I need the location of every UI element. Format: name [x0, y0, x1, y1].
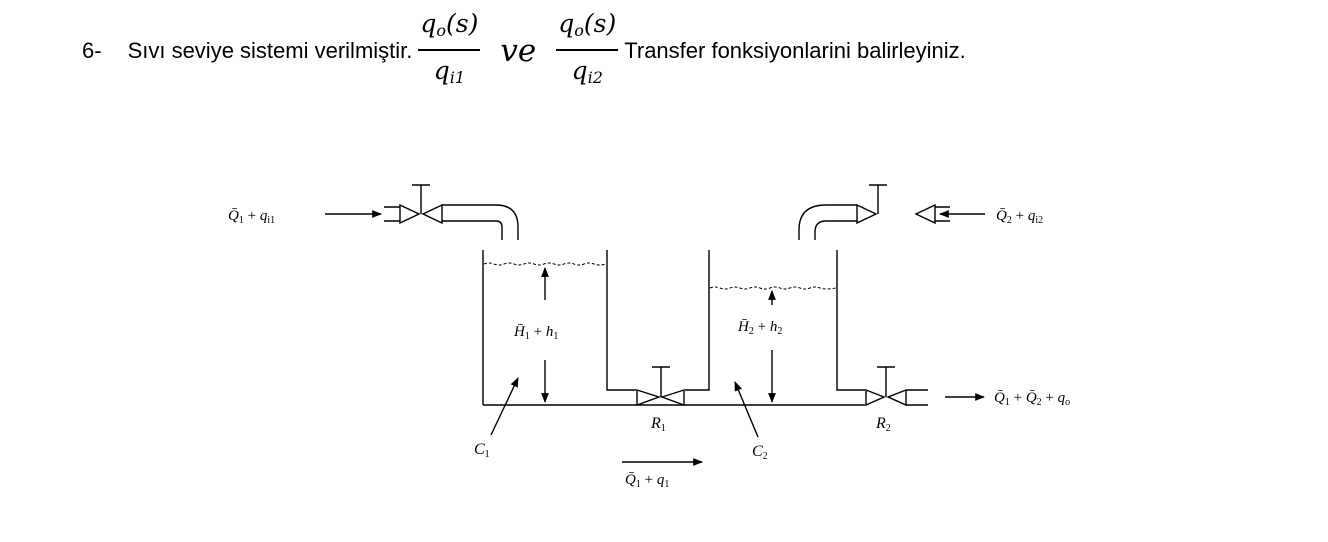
- conjunction-ve: ve: [500, 33, 537, 69]
- tank1-walls: [482, 250, 636, 405]
- question-statement: 6- Sıvı seviye sistemi verilmiştir. qo(s…: [82, 8, 966, 94]
- fraction1-numerator: qo(s): [418, 8, 481, 51]
- tank2-capacitance-label: C2: [752, 443, 768, 462]
- outflow-label: Q̄1 + Q̄2 + qo: [994, 390, 1070, 408]
- valve-r2-label: R2: [875, 415, 891, 434]
- valve-r2: [865, 366, 907, 407]
- fraction-qo-over-qi1: qo(s) qi1: [418, 8, 481, 94]
- inflow2-label: Q̄2 + qi2: [996, 208, 1043, 226]
- level1-label: H̄1 + h1: [513, 324, 558, 342]
- inlet2-valve: [798, 184, 950, 240]
- question-text-after: Transfer fonksiyonlarini balirleyiniz.: [624, 38, 966, 63]
- valve-r1: [636, 366, 685, 406]
- question-text-before: Sıvı seviye sistemi verilmiştir.: [127, 38, 413, 63]
- tank1-water-surface: [483, 262, 607, 266]
- connecting-flow-label: Q̄1 + q1: [625, 472, 669, 490]
- inflow1-label: Q̄1 + qi1: [228, 208, 275, 226]
- tank1-capacitance-label: C1: [474, 441, 490, 460]
- c2-pointer-arrow: [734, 381, 759, 438]
- question-number: 6-: [82, 38, 102, 63]
- fraction-qo-over-qi2: qo(s) qi2: [556, 8, 619, 94]
- valve-r1-label: R1: [650, 415, 666, 434]
- tank2-walls: [685, 250, 865, 391]
- tank2-water-surface: [709, 286, 837, 290]
- c1-pointer-arrow: [490, 377, 519, 436]
- fraction2-denominator: qi2: [571, 56, 603, 87]
- outlet-pipe: [906, 389, 928, 406]
- inlet1-valve: [384, 184, 519, 240]
- level2-label: H̄2 + h2: [737, 319, 782, 337]
- fraction1-denominator: qi1: [433, 56, 466, 87]
- fraction2-numerator: qo(s): [556, 8, 619, 51]
